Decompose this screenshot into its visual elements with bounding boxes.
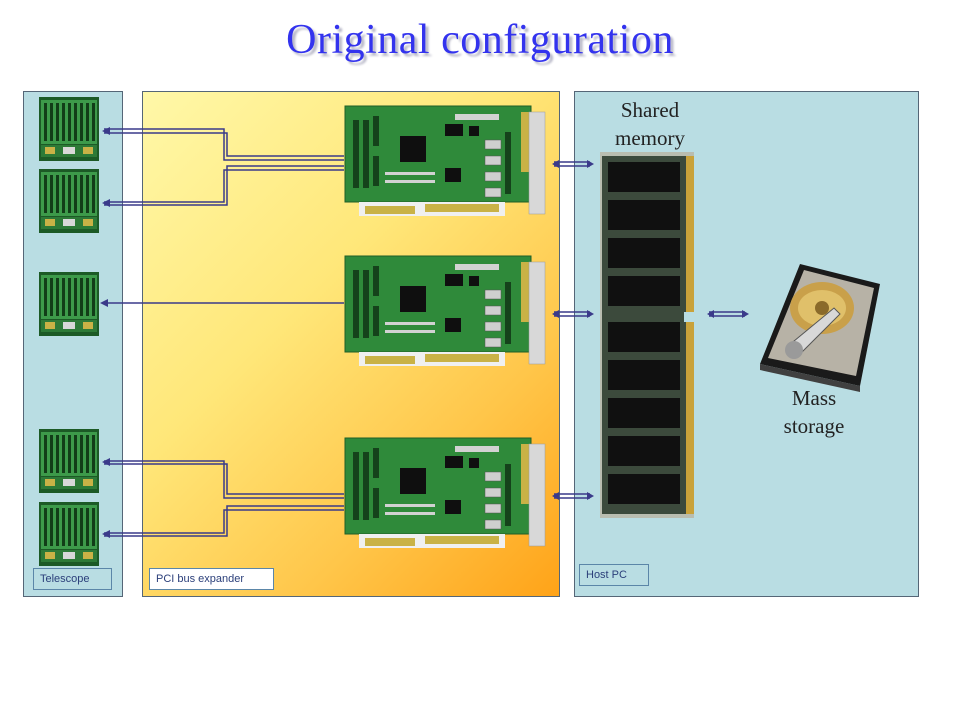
pci-card-icon [344,437,546,549]
pci-card-icon [344,105,546,217]
telescope-label: Telescope [33,568,112,590]
hard-drive-icon [760,264,880,392]
memory-storage-link-arrow [706,309,750,319]
detector-board-icon [39,429,99,493]
mass-storage-label: Mass storage [764,384,864,440]
detector-board-icon [39,502,99,566]
memory-module-icon [600,152,694,518]
pci-memory-link-arrow [551,159,595,169]
pci-memory-link-arrow [551,309,595,319]
shared-memory-label-line1: Shared [620,98,680,122]
detector-board-icon [39,272,99,336]
host-pc-label: Host PC [579,564,649,586]
shared-memory-label: Shared memory [600,96,700,152]
detector-connections [104,128,344,537]
detector-arrowheads [100,127,110,538]
pci-card-icon [344,255,546,367]
shared-memory-label-line2: memory [615,126,685,150]
pci-memory-link-arrow [551,491,595,501]
mass-storage-label-line2: storage [783,414,845,438]
pci-bus-expander-label: PCI bus expander [149,568,274,590]
page-title: Original configuration [286,17,674,63]
detector-board-icon [39,169,99,233]
mass-storage-label-line1: Mass [791,386,837,410]
detector-board-icon [39,97,99,161]
